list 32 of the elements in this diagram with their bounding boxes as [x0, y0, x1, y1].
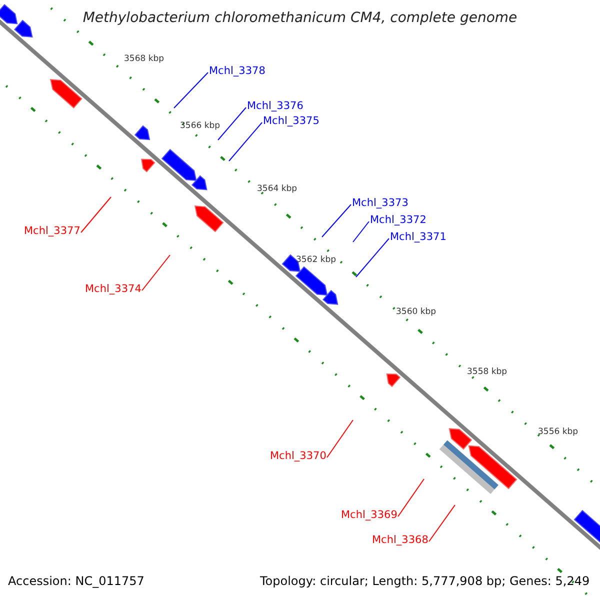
gene-label: Mchl_3371 [390, 232, 446, 242]
leader-line [322, 204, 352, 238]
gene-label: Mchl_3376 [247, 101, 304, 112]
leader-line [356, 238, 390, 278]
leader-line [352, 221, 370, 242]
gene-label: Mchl_3370 [270, 451, 326, 462]
leader-line [174, 72, 208, 108]
leader-line [398, 478, 424, 517]
leader-line [228, 122, 262, 162]
gene-label: Mchl_3377 [24, 226, 80, 236]
position-label: 3560 kbp [396, 308, 436, 316]
position-label: 3568 kbp [124, 55, 164, 64]
position-label: 3562 kbp [296, 256, 336, 264]
gene-label: Mchl_3368 [372, 535, 428, 546]
gene-label: Mchl_3378 [209, 66, 266, 76]
leader-line [428, 504, 456, 542]
gene-label: Mchl_3373 [352, 198, 408, 208]
map-title: Methylobacterium chloromethanicum CM4, complete genome [82, 11, 518, 25]
leader-line [80, 196, 112, 233]
gene-label: Mchl_3375 [263, 116, 320, 126]
position-label: 3556 kbp [538, 428, 578, 436]
leader-line [326, 420, 354, 458]
gene-label: Mchl_3372 [370, 215, 426, 226]
position-label: 3558 kbp [467, 368, 508, 376]
gene-label: Mchl_3369 [341, 510, 398, 520]
info-text: Accession: NC_011757 [8, 575, 144, 587]
position-label: 3566 kbp [180, 122, 220, 130]
gene-label: Mchl_3374 [85, 284, 142, 294]
leader-line [218, 107, 246, 140]
position-label: 3564 kbp [257, 185, 298, 194]
leader-line [142, 254, 170, 291]
info-text: Topology: circular; Length: 5,777,908 bp; Genes: 5,249 [260, 575, 590, 587]
